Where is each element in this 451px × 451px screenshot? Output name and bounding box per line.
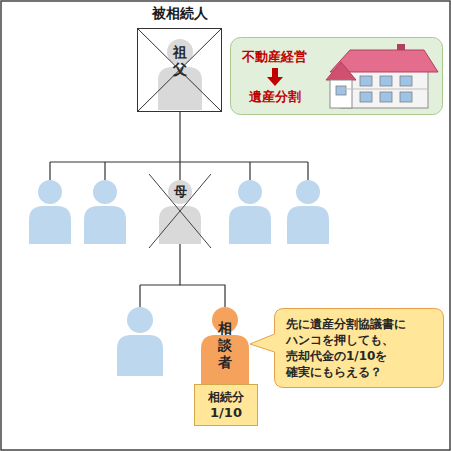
cross-line <box>149 174 211 248</box>
family-line <box>180 244 225 307</box>
person-body <box>84 206 126 244</box>
house-roof <box>330 50 438 72</box>
node-text: 相談者 <box>216 320 234 371</box>
cross-overlay <box>159 180 201 244</box>
node-text: 相続分 <box>194 389 258 406</box>
consultant-person: 相談者 <box>201 307 249 386</box>
down-arrow-symbol <box>267 68 283 86</box>
node-text: 1/10 <box>194 405 258 420</box>
house-window <box>336 86 346 95</box>
person-head <box>127 307 153 333</box>
cross-overlay <box>137 28 222 112</box>
cross-line <box>137 28 222 112</box>
house-window <box>400 92 412 102</box>
person-body <box>287 206 329 244</box>
deceased-box: 被相続人祖父 <box>137 28 222 112</box>
node-text: 祖父 <box>171 44 189 78</box>
node-text: 母 <box>171 184 189 200</box>
person-head <box>93 180 117 204</box>
person-head <box>238 180 262 204</box>
person-head <box>38 180 62 204</box>
node-text: 被相続人 <box>117 5 242 23</box>
node-text: 遺産分割 <box>249 88 301 106</box>
cross-line <box>149 174 211 248</box>
house-window <box>360 76 372 86</box>
person-body <box>229 206 271 244</box>
node-text: 先に遺産分割協議書に ハンコを押しても、 売却代金の1/10を 確実にもらえる？ <box>286 316 440 380</box>
house-wall <box>340 70 428 108</box>
person-body <box>117 335 163 376</box>
house-window <box>380 92 392 102</box>
person-head <box>296 180 320 204</box>
house-window <box>360 92 372 102</box>
grandfather-person: 祖父 <box>158 39 202 110</box>
house-floor-line <box>340 89 428 90</box>
house-chimney <box>397 44 405 58</box>
share-box-outline <box>195 385 258 426</box>
estate-note-box: 不動産経営遺産分割 <box>230 37 443 115</box>
house-window <box>380 76 392 86</box>
tree-line <box>50 162 308 307</box>
family-line <box>179 112 180 180</box>
house-front <box>330 80 352 108</box>
speech-bubble: 先に遺産分割協議書に ハンコを押しても、 売却代金の1/10を 確実にもらえる？ <box>274 308 444 388</box>
house-window <box>400 76 412 86</box>
share-box: 相続分1/10 <box>194 384 258 426</box>
rounded-box <box>231 38 443 115</box>
person-body <box>29 206 71 244</box>
house-gable <box>326 62 356 80</box>
node-text: 不動産経営 <box>242 48 307 66</box>
box-border <box>138 29 222 112</box>
bubble-outline <box>250 309 444 388</box>
cross-line <box>137 28 222 112</box>
mother-person: 母 <box>159 180 201 244</box>
